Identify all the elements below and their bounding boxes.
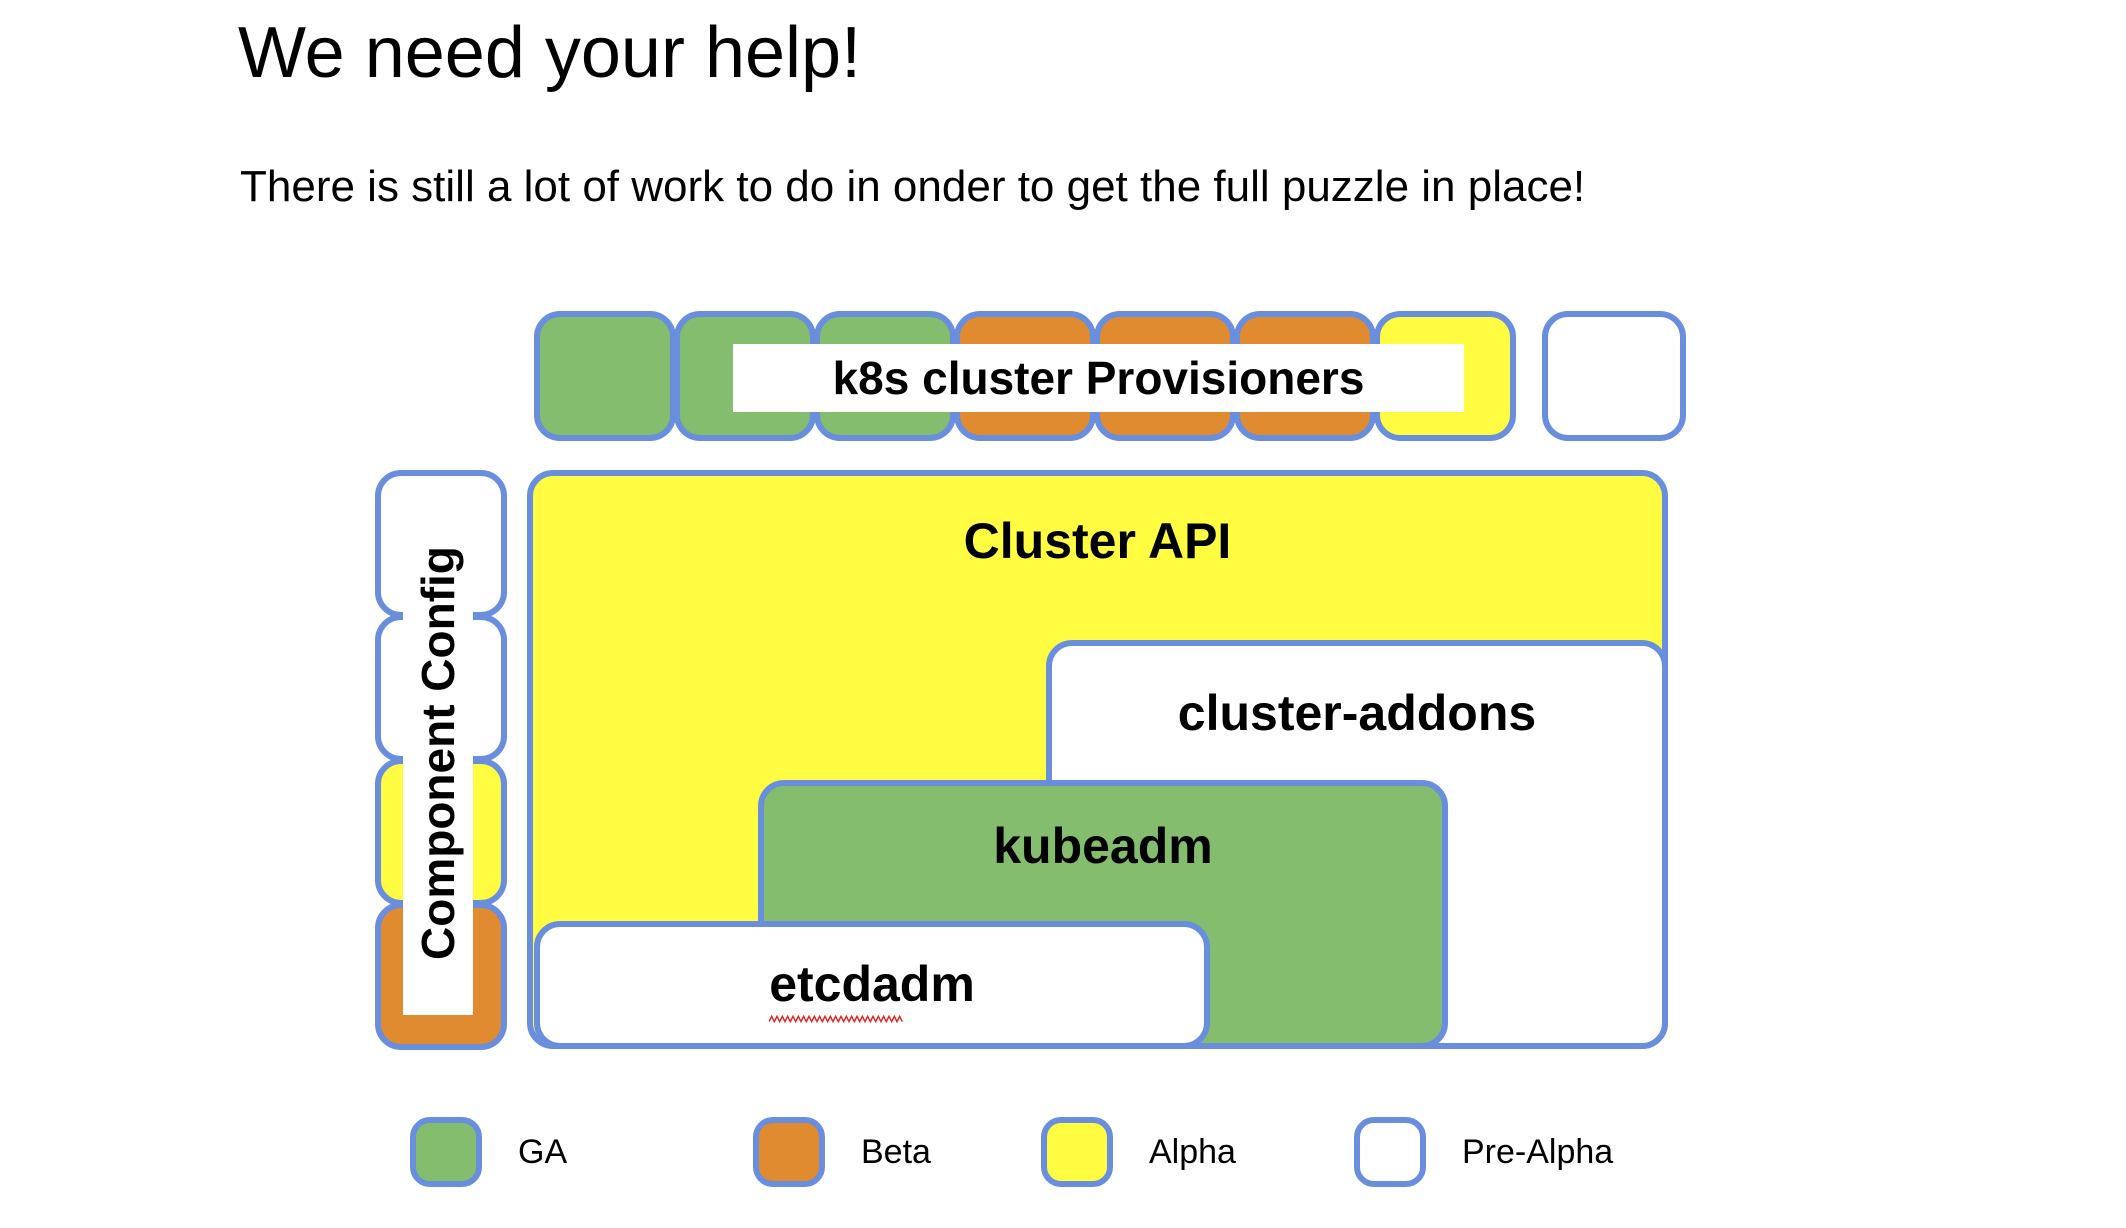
provisioners-banner-label: k8s cluster Provisioners	[733, 344, 1464, 412]
legend-item-beta: Beta	[753, 1112, 931, 1192]
legend-label-ga: GA	[518, 1132, 568, 1171]
legend-swatch-pre-alpha	[1354, 1117, 1426, 1187]
legend-label-beta: Beta	[861, 1132, 931, 1171]
component-config-banner-label: Component Config	[403, 492, 473, 1015]
legend-item-pre-alpha: Pre-Alpha	[1354, 1112, 1613, 1192]
etcdadm-label: etcdadm	[534, 955, 1210, 1013]
legend-swatch-beta	[753, 1117, 825, 1187]
etcdadm-misspelled-word: etcdadm	[769, 955, 975, 1013]
page-subtitle: There is still a lot of work to do in on…	[240, 162, 1586, 211]
cluster-addons-label: cluster-addons	[1177, 685, 1537, 741]
legend-label-pre-alpha: Pre-Alpha	[1462, 1132, 1614, 1171]
kubeadm-label: kubeadm	[993, 818, 1213, 874]
spellcheck-squiggle-icon	[769, 1015, 902, 1023]
legend-item-alpha: Alpha	[1041, 1112, 1236, 1192]
provisioner-box-1[interactable]	[534, 311, 676, 441]
legend-label-alpha: Alpha	[1149, 1132, 1236, 1171]
etcdadm-label-text: etcdadm	[769, 956, 975, 1012]
etcdadm-box[interactable]	[534, 921, 1210, 1049]
legend-item-ga: GA	[410, 1112, 567, 1192]
cluster-api-label: Cluster API	[963, 513, 1232, 569]
status-legend: GA Beta Alpha Pre-Alpha	[0, 1112, 2126, 1202]
legend-swatch-ga	[410, 1117, 482, 1187]
page-title: We need your help!	[238, 13, 862, 93]
legend-swatch-alpha	[1041, 1117, 1113, 1187]
provisioner-box-8[interactable]	[1542, 311, 1686, 441]
